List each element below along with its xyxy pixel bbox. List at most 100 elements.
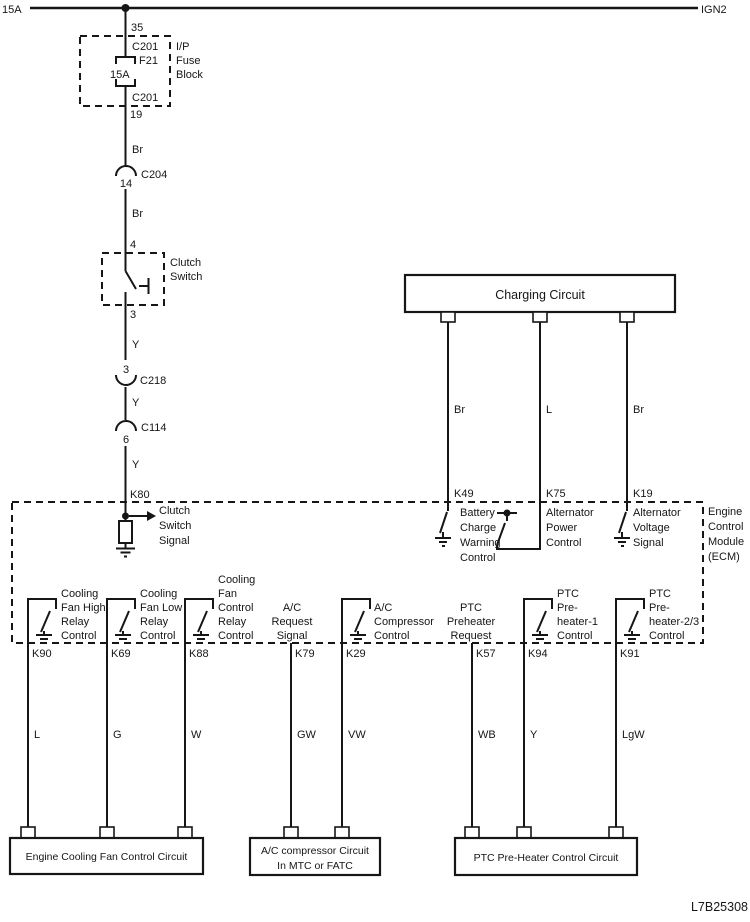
k79-fn-2: Request [272,616,313,628]
fuse-conn-in-label: C201 [132,41,158,53]
k79-fn-1: A/C [283,602,301,614]
clutch-switch-name-2: Switch [170,271,202,283]
fuse-conn-out-label: C201 [132,92,158,104]
wire-color-chg-1: Br [454,404,465,416]
switch-lever-icon [124,270,137,290]
wire-color-y-3: Y [132,459,140,471]
fuse-block-name-2: Fuse [176,55,200,67]
connector-arc-icon [115,420,137,432]
k75-fn-2: Power [546,522,578,534]
ecm-k91-pin: PTC Pre- heater-2/3 Control K91 LgW [615,588,699,827]
k19-fn-3: Signal [633,537,664,549]
ptc-preheater-circuit-box [453,836,639,877]
ptc-preheater-circuit: PTC Pre-Heater Control Circuit [453,826,639,877]
terminal [619,311,635,323]
k69-fn-3: Relay [140,616,169,628]
engine-cooling-fan-circuit-label: Engine Cooling Fan Control Circuit [26,851,188,863]
wire-color-k57: WB [478,729,496,741]
terminal [20,826,36,839]
wire-color-k69: G [113,729,122,741]
ecm-name-3: Module [708,536,744,548]
k80-fn-3: Signal [159,535,190,547]
ac-compressor-circuit-label-1: A/C compressor Circuit [261,845,369,857]
terminal [334,826,350,839]
switch-lever-icon [618,511,627,534]
driver-bracket-icon [184,598,214,643]
wire-color-k79: GW [297,729,317,741]
fuse-pin-out-label: 19 [130,109,142,121]
ecm-k79-pin: A/C Request Signal K79 GW [272,602,317,827]
switch-lever-icon [496,522,506,546]
k69-fn-4: Control [140,630,175,642]
k91-fn-2: Pre- [649,602,670,614]
switch-lever-icon [536,610,547,633]
k49-fn-2: Charge [460,522,496,534]
k75-pin-label: K75 [546,488,566,500]
resistor-icon [118,520,133,544]
k91-fn-3: heater-2/3 [649,616,699,628]
wire-color-y-1: Y [132,339,140,351]
k79-fn-3: Signal [277,630,308,642]
connector-arc-icon [115,165,137,177]
k69-fn-2: Fan Low [140,602,182,614]
ecm-k94-pin: PTC Pre- heater-1 Control K94 Y [523,588,598,827]
k29-fn-1: A/C [374,602,392,614]
wire-color-y-2: Y [132,397,140,409]
k90-fn-1: Cooling [61,588,98,600]
terminal [440,311,456,323]
k90-fn-3: Relay [61,616,90,628]
switch-lever-icon [439,511,448,534]
k90-pin-label: K90 [32,648,52,660]
k29-fn-2: Compressor [374,616,434,628]
arrow-right-icon [147,511,156,521]
k88-fn-3: Control [218,602,253,614]
k90-fn-4: Control [61,630,96,642]
charging-circuit: Charging Circuit [403,273,677,323]
k94-fn-3: heater-1 [557,616,598,628]
wire-color-k94: Y [530,729,538,741]
wire-color-br-2: Br [132,208,143,220]
k80-fn-2: Switch [159,520,191,532]
terminal [99,826,115,839]
clutch-switch-box [101,252,165,306]
terminal [283,826,299,839]
ac-compressor-circuit-box [248,836,382,877]
connector-c218: 3 C218 [115,364,166,387]
k90-fn-2: Fan High [61,602,106,614]
bus-pin-label: 35 [131,22,143,34]
wire-color-k90: L [34,729,40,741]
ign2-label: IGN2 [701,4,727,16]
terminal [464,826,480,839]
k75-fn-3: Control [546,537,581,549]
ecm-name-2: Control [708,521,743,533]
ecm-name-1: Engine [708,506,742,518]
fuse-clip-top-icon [115,56,136,64]
ecm-name-4: (ECM) [708,551,740,563]
wire-color-br-1: Br [132,144,143,156]
wire-color-k29: VW [348,729,366,741]
charging-circuit-label: Charging Circuit [495,288,585,302]
terminal [532,311,548,323]
ecm-k80-internal: Clutch Switch Signal [116,505,191,558]
k80-fn-1: Clutch [159,505,190,517]
k88-pin-label: K88 [189,648,209,660]
fuse-block-name-1: I/P [176,41,189,53]
wire-color-k88: W [191,729,202,741]
clutch-pin-out-label: 3 [130,309,136,321]
ecm-name-label: Engine Control Module (ECM) [708,506,744,563]
switch-lever-icon [354,610,365,633]
ecm-k90-pin: Cooling Fan High Relay Control K90 L [27,588,106,827]
wire-color-k91: LgW [622,729,645,741]
terminal [177,826,193,839]
driver-bracket-icon [341,598,371,643]
c204-pin-label: 14 [120,178,132,190]
ecm-k69-pin: Cooling Fan Low Relay Control K69 G [106,588,182,827]
k57-fn-2: Preheater [447,616,496,628]
k79-pin-label: K79 [295,648,315,660]
k69-pin-label: K69 [111,648,131,660]
ecm-k19-internal: Alternator Voltage Signal [614,507,681,549]
wire-color-chg-2: L [546,404,552,416]
engine-cooling-fan-circuit-box [8,836,205,876]
document-code: L7B25308 [691,900,748,914]
k91-pin-label: K91 [620,648,640,660]
